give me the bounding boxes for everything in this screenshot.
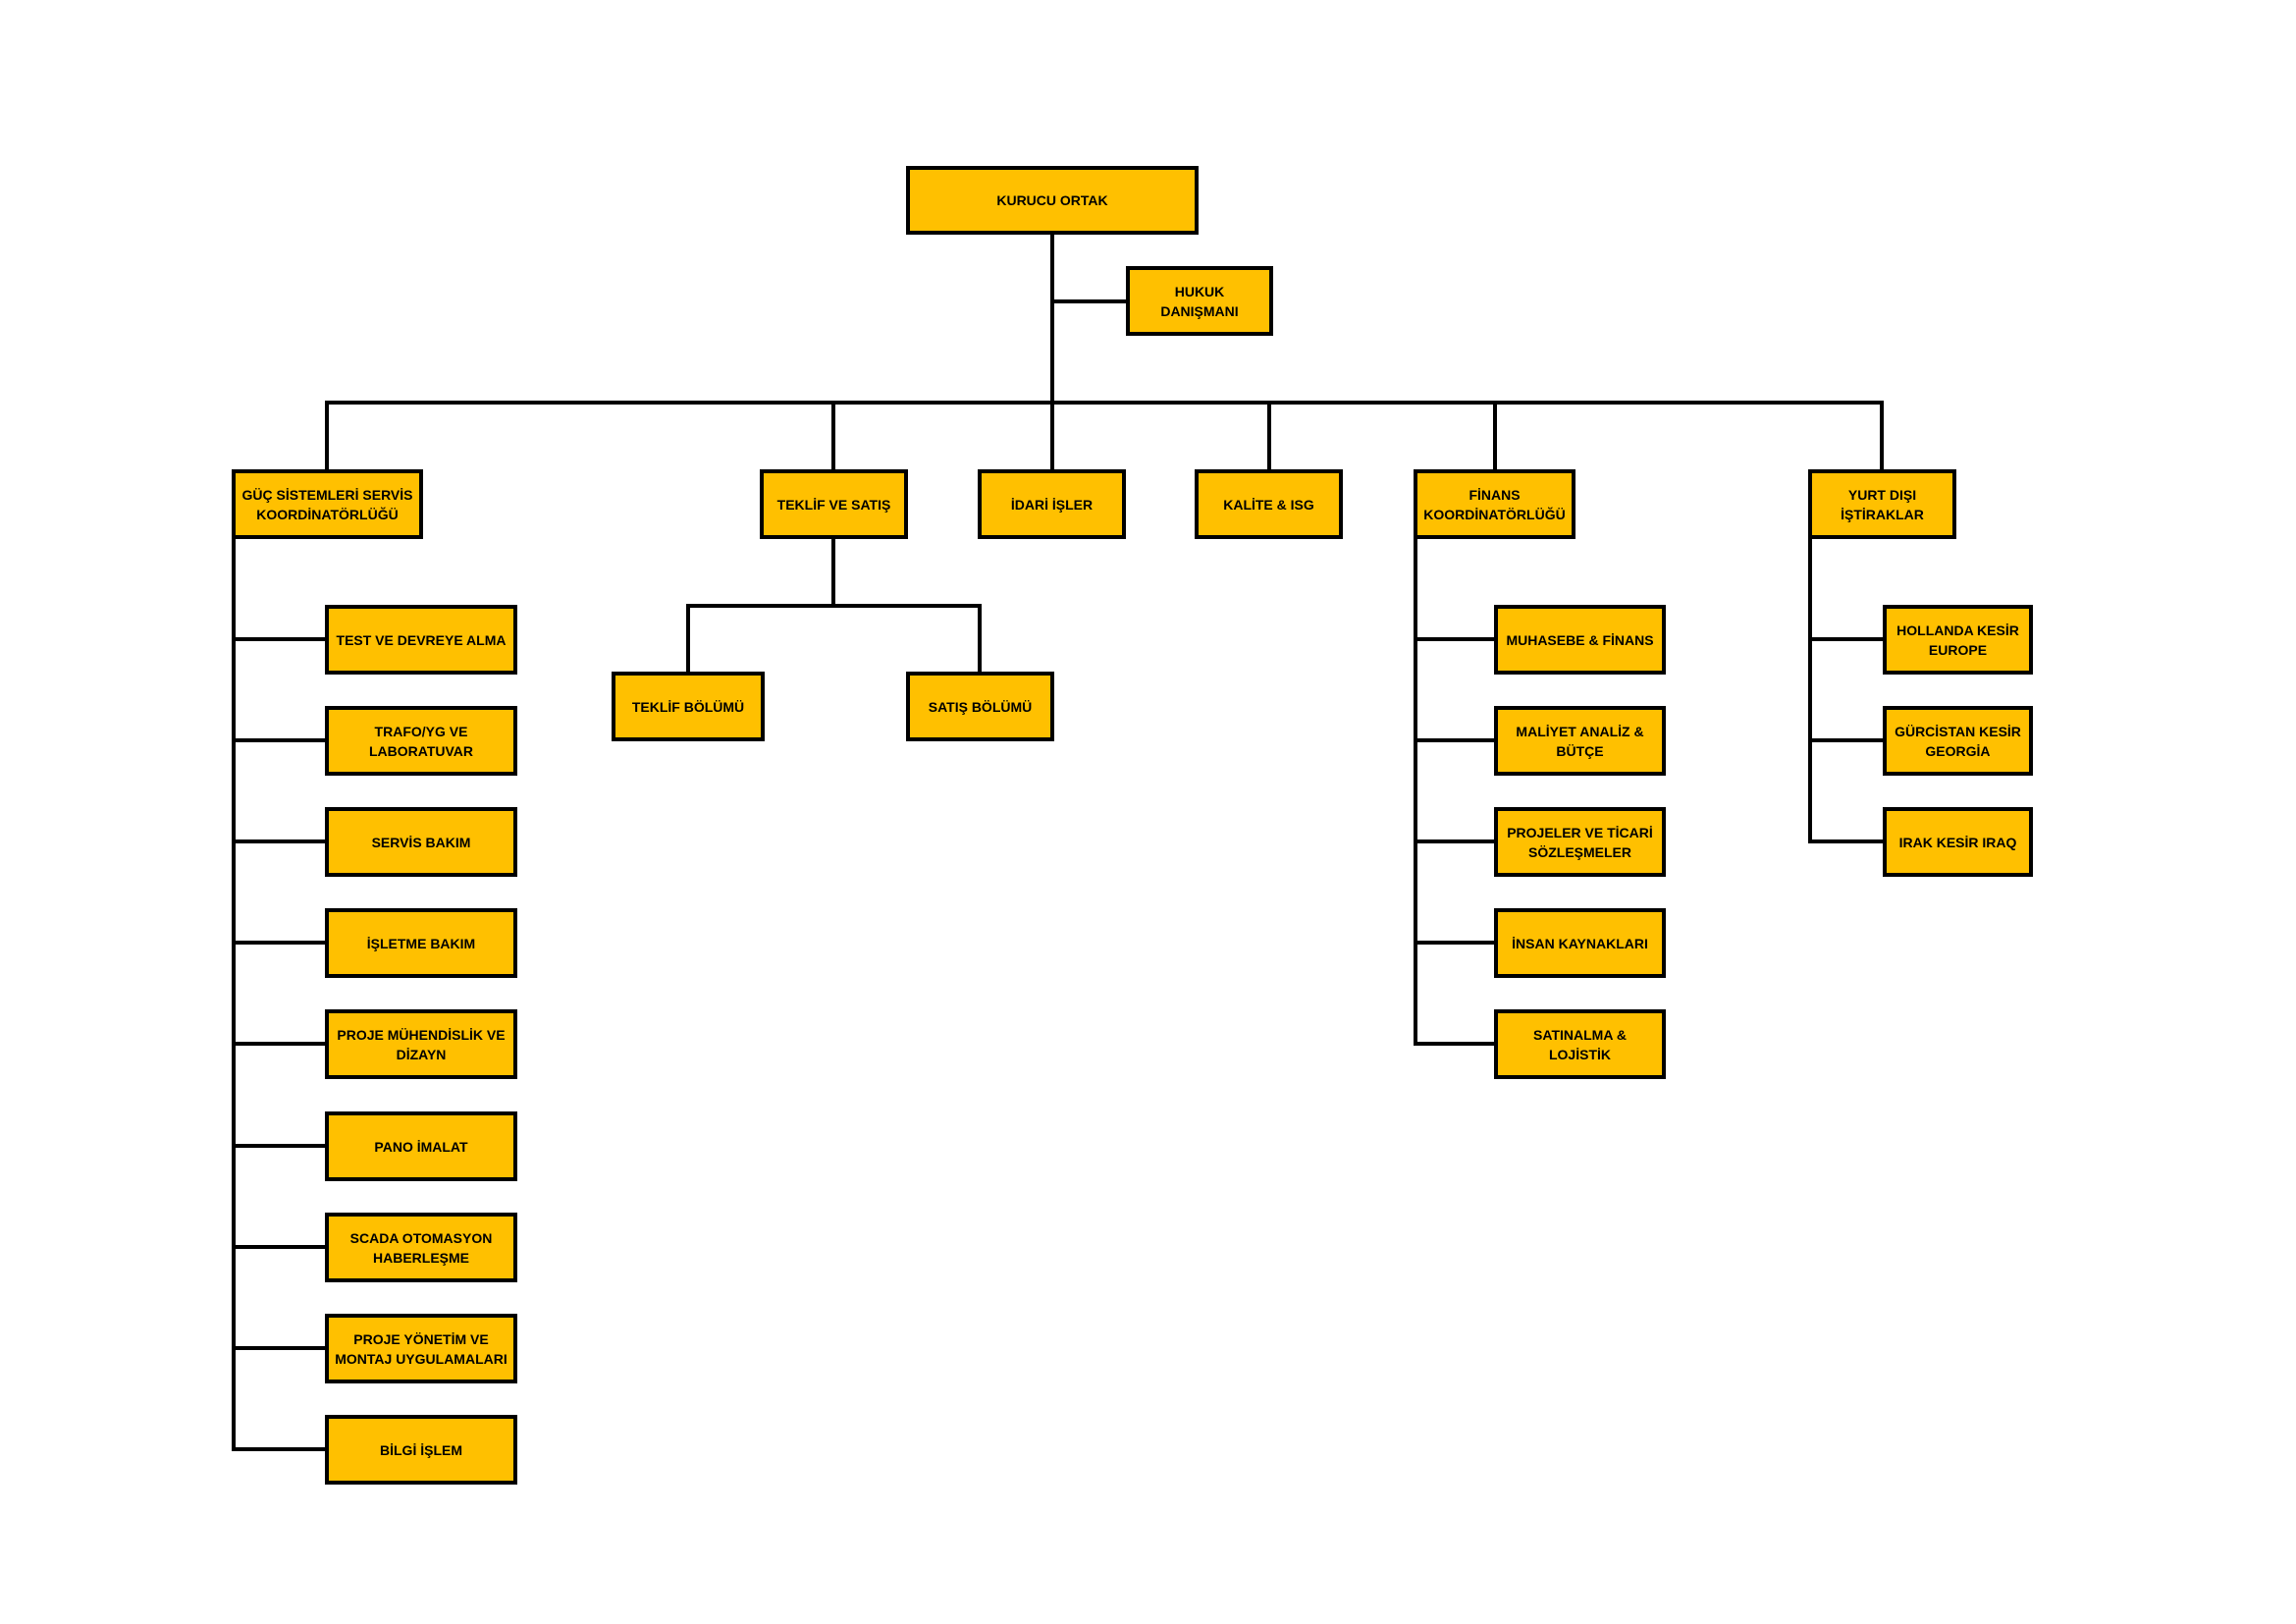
node-gurcistan[interactable]: GÜRCİSTAN KESİR GEORGİA — [1883, 706, 2033, 776]
node-label: PROJE YÖNETİM VE MONTAJ UYGULAMALARI — [335, 1330, 507, 1367]
node-label: PROJELER VE TİCARİ SÖZLEŞMELER — [1507, 824, 1653, 860]
node-label: IRAK KESİR IRAQ — [1898, 834, 2017, 850]
node-label: TEKLİF BÖLÜMÜ — [631, 698, 745, 715]
node-teklif-ve-satis[interactable]: TEKLİF VE SATIŞ — [760, 469, 908, 539]
node-finans[interactable]: FİNANS KOORDİNATÖRLÜĞÜ — [1414, 469, 1575, 539]
node-idari-isler[interactable]: İDARİ İŞLER — [978, 469, 1126, 539]
node-kalite-isg[interactable]: KALİTE & ISG — [1195, 469, 1343, 539]
node-label: PANO İMALAT — [374, 1138, 468, 1155]
node-label: MUHASEBE & FİNANS — [1506, 631, 1654, 648]
node-teklif-bolumu[interactable]: TEKLİF BÖLÜMÜ — [612, 672, 765, 741]
node-irak[interactable]: IRAK KESİR IRAQ — [1883, 807, 2033, 877]
node-isletme-bakim[interactable]: İŞLETME BAKIM — [325, 908, 517, 978]
node-yurt-disi[interactable]: YURT DIŞI İŞTİRAKLAR — [1808, 469, 1956, 539]
node-insan-kaynaklari[interactable]: İNSAN KAYNAKLARI — [1494, 908, 1666, 978]
node-label: SATIŞ BÖLÜMÜ — [928, 698, 1033, 715]
node-label: TEST VE DEVREYE ALMA — [336, 631, 507, 648]
node-label: BİLGİ İŞLEM — [380, 1441, 462, 1458]
node-label: YURT DIŞI İŞTİRAKLAR — [1841, 486, 1924, 522]
node-label: KALİTE & ISG — [1223, 496, 1314, 513]
node-projeler-ticari[interactable]: PROJELER VE TİCARİ SÖZLEŞMELER — [1494, 807, 1666, 877]
node-kurucu-ortak[interactable]: KURUCU ORTAK — [906, 166, 1199, 235]
node-maliyet-analiz[interactable]: MALİYET ANALİZ & BÜTÇE — [1494, 706, 1666, 776]
node-label: FİNANS KOORDİNATÖRLÜĞÜ — [1423, 486, 1566, 522]
node-label: TEKLİF VE SATIŞ — [776, 496, 891, 513]
node-label: PROJE MÜHENDİSLİK VE DİZAYN — [337, 1026, 506, 1062]
node-satinalma-lojistik[interactable]: SATINALMA & LOJİSTİK — [1494, 1009, 1666, 1079]
node-label: GÜRCİSTAN KESİR GEORGİA — [1895, 723, 2021, 759]
node-bilgi-islem[interactable]: BİLGİ İŞLEM — [325, 1415, 517, 1485]
node-label: TRAFO/YG VE LABORATUVAR — [368, 723, 474, 759]
node-proje-yonetim[interactable]: PROJE YÖNETİM VE MONTAJ UYGULAMALARI — [325, 1314, 517, 1383]
node-label: SERVİS BAKIM — [371, 834, 471, 850]
node-label: GÜÇ SİSTEMLERİ SERVİS KOORDİNATÖRLÜĞÜ — [241, 486, 413, 522]
node-scada-otomasyon[interactable]: SCADA OTOMASYON HABERLEŞME — [325, 1213, 517, 1282]
node-muhasebe-finans[interactable]: MUHASEBE & FİNANS — [1494, 605, 1666, 675]
node-label: HOLLANDA KESİR EUROPE — [1896, 622, 2019, 658]
node-trafo-yg[interactable]: TRAFO/YG VE LABORATUVAR — [325, 706, 517, 776]
node-guc-sistemleri[interactable]: GÜÇ SİSTEMLERİ SERVİS KOORDİNATÖRLÜĞÜ — [232, 469, 423, 539]
node-label: MALİYET ANALİZ & BÜTÇE — [1516, 723, 1644, 759]
node-label: SATINALMA & LOJİSTİK — [1533, 1026, 1627, 1062]
node-pano-imalat[interactable]: PANO İMALAT — [325, 1111, 517, 1181]
node-label: İNSAN KAYNAKLARI — [1512, 935, 1648, 951]
node-label: İŞLETME BAKIM — [366, 935, 476, 951]
node-servis-bakim[interactable]: SERVİS BAKIM — [325, 807, 517, 877]
node-label: HUKUK DANIŞMANI — [1160, 283, 1239, 319]
node-hukuk-danismani[interactable]: HUKUK DANIŞMANI — [1126, 266, 1273, 336]
node-label: İDARİ İŞLER — [1010, 496, 1094, 513]
node-proje-muhendislik[interactable]: PROJE MÜHENDİSLİK VE DİZAYN — [325, 1009, 517, 1079]
node-label: SCADA OTOMASYON HABERLEŞME — [349, 1229, 493, 1266]
node-satis-bolumu[interactable]: SATIŞ BÖLÜMÜ — [906, 672, 1054, 741]
node-hollanda[interactable]: HOLLANDA KESİR EUROPE — [1883, 605, 2033, 675]
node-label: KURUCU ORTAK — [996, 192, 1108, 208]
node-test-devreye-alma[interactable]: TEST VE DEVREYE ALMA — [325, 605, 517, 675]
